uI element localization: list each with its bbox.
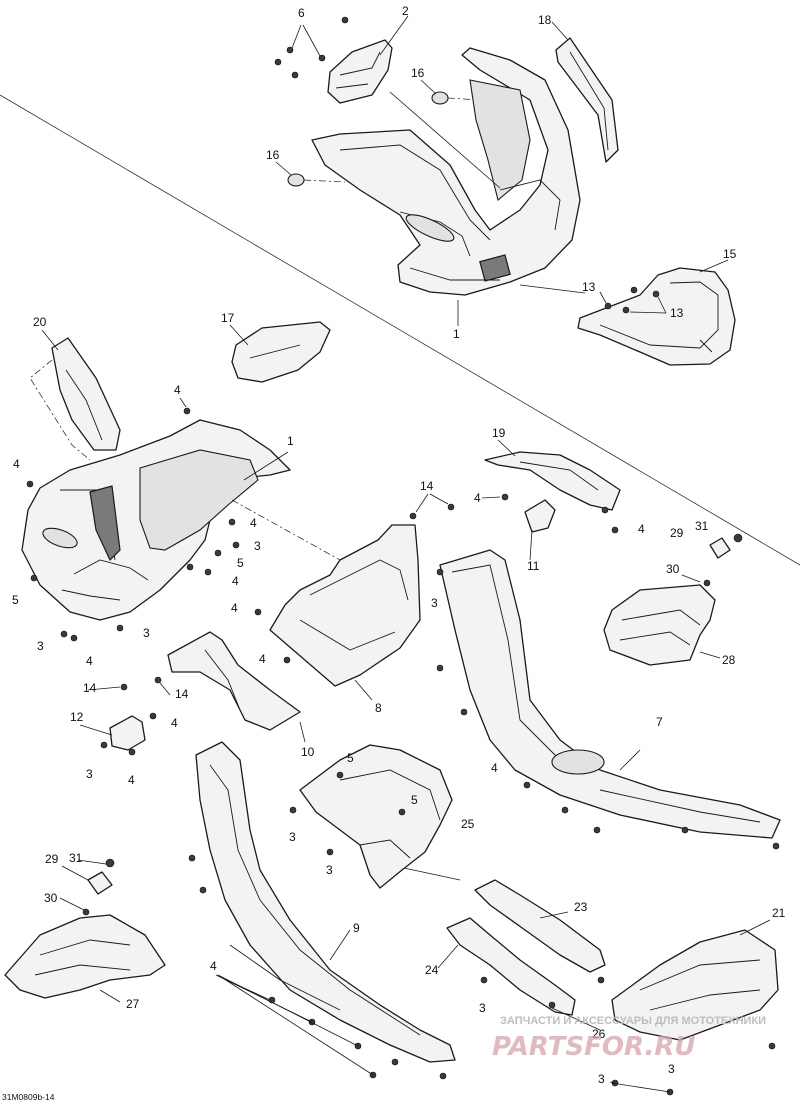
part-14-screws bbox=[120, 503, 455, 691]
part-29-31-30-clamp bbox=[703, 533, 743, 587]
part-1-side-fairing bbox=[21, 419, 291, 621]
dash-line-side bbox=[231, 499, 341, 561]
part-24-bracket bbox=[446, 917, 576, 1016]
callout-4: 4 bbox=[638, 522, 645, 536]
part-15-grab-handle bbox=[519, 267, 736, 366]
callout-24: 24 bbox=[425, 963, 439, 977]
callout-4: 4 bbox=[174, 383, 181, 397]
callout-16: 16 bbox=[266, 148, 280, 162]
callout-3: 3 bbox=[143, 626, 150, 640]
part-25-panel bbox=[289, 744, 461, 889]
callout-4: 4 bbox=[474, 491, 481, 505]
callout-3: 3 bbox=[668, 1062, 675, 1076]
callout-4: 4 bbox=[259, 652, 266, 666]
callout-20: 20 bbox=[33, 315, 47, 329]
part-11-clip bbox=[501, 493, 556, 533]
part-4-5-3-fasteners-side bbox=[26, 407, 240, 642]
callout-6: 6 bbox=[298, 6, 305, 20]
callout-3: 3 bbox=[479, 1001, 486, 1015]
part-17-pad bbox=[231, 321, 331, 383]
callout-4: 4 bbox=[86, 654, 93, 668]
part-8-panel bbox=[269, 524, 421, 701]
callout-25: 25 bbox=[461, 817, 475, 831]
callout-11: 11 bbox=[527, 559, 540, 573]
part-2-cover bbox=[327, 39, 393, 104]
callout-3: 3 bbox=[86, 767, 93, 781]
callout-10: 10 bbox=[301, 745, 315, 759]
part-19-bracket bbox=[484, 451, 621, 534]
part-7-floorboard bbox=[436, 549, 781, 850]
callout-5: 5 bbox=[347, 751, 354, 765]
callout-4: 4 bbox=[13, 457, 20, 471]
section-separator-line bbox=[0, 94, 800, 566]
callout-4: 4 bbox=[128, 773, 135, 787]
watermark: ЗАПЧАСТИ И АКСЕССУАРЫ ДЛЯ МОТОТЕХНИКИ PA… bbox=[492, 1015, 766, 1062]
callout-30: 30 bbox=[666, 562, 680, 576]
callout-4: 4 bbox=[491, 761, 498, 775]
callout-1: 1 bbox=[453, 327, 460, 341]
callout-3: 3 bbox=[598, 1072, 605, 1086]
callout-9: 9 bbox=[353, 921, 360, 935]
callout-23: 23 bbox=[574, 900, 588, 914]
callout-26: 26 bbox=[592, 1027, 606, 1041]
callout-27: 27 bbox=[126, 997, 140, 1011]
callout-7: 7 bbox=[656, 715, 663, 729]
callout-29: 29 bbox=[670, 526, 684, 540]
arrow-line-top bbox=[389, 91, 501, 189]
callout-4: 4 bbox=[232, 574, 239, 588]
callout-5: 5 bbox=[411, 793, 418, 807]
part-23-bracket bbox=[474, 879, 606, 984]
callout-16: 16 bbox=[411, 66, 425, 80]
callout-3: 3 bbox=[37, 639, 44, 653]
part-10-bracket bbox=[167, 608, 306, 743]
part-6-screws bbox=[274, 16, 349, 79]
part-20-side-panel bbox=[29, 337, 121, 461]
watermark-brand: PARTSFOR.RU bbox=[492, 1032, 695, 1062]
callout-31: 31 bbox=[695, 519, 709, 533]
part-1-front-fairing bbox=[311, 47, 581, 296]
callout-labels: 6 2 18 16 16 1 15 13 13 17 20 4 1 4 4 3 … bbox=[12, 4, 786, 1086]
part-27-heat-shield bbox=[4, 858, 166, 1003]
callout-4: 4 bbox=[250, 516, 257, 530]
part-18-trim-strip bbox=[555, 37, 619, 163]
part-21-skid-plate bbox=[611, 929, 779, 1050]
part-28-heat-shield bbox=[603, 584, 721, 666]
callout-4: 4 bbox=[210, 959, 217, 973]
callout-12: 12 bbox=[70, 710, 84, 724]
callout-13: 13 bbox=[670, 306, 684, 320]
callout-2: 2 bbox=[402, 4, 409, 18]
callout-5: 5 bbox=[12, 593, 19, 607]
part-16-grommet-b bbox=[287, 173, 346, 187]
callout-29: 29 bbox=[45, 852, 59, 866]
callout-30: 30 bbox=[44, 891, 58, 905]
callout-5: 5 bbox=[237, 556, 244, 570]
callout-21: 21 bbox=[772, 906, 786, 920]
callout-4: 4 bbox=[231, 601, 238, 615]
part-13-screws bbox=[604, 286, 660, 314]
callout-31: 31 bbox=[69, 851, 83, 865]
callout-13: 13 bbox=[582, 280, 596, 294]
leader-lines bbox=[41, 15, 771, 1093]
callout-3: 3 bbox=[326, 863, 333, 877]
callout-18: 18 bbox=[538, 13, 552, 27]
callout-15: 15 bbox=[723, 247, 737, 261]
callout-3: 3 bbox=[254, 539, 261, 553]
callout-3: 3 bbox=[289, 830, 296, 844]
callout-19: 19 bbox=[492, 426, 506, 440]
callout-28: 28 bbox=[722, 653, 736, 667]
callout-14: 14 bbox=[175, 687, 189, 701]
callout-17: 17 bbox=[221, 311, 235, 325]
callout-8: 8 bbox=[375, 701, 382, 715]
diagram-reference-code: 31M0809b-14 bbox=[2, 1092, 55, 1102]
watermark-tagline: ЗАПЧАСТИ И АКСЕССУАРЫ ДЛЯ МОТОТЕХНИКИ bbox=[500, 1015, 766, 1027]
callout-1: 1 bbox=[287, 434, 294, 448]
callout-14: 14 bbox=[420, 479, 434, 493]
callout-3: 3 bbox=[431, 596, 438, 610]
callout-4: 4 bbox=[171, 716, 178, 730]
callout-14: 14 bbox=[83, 681, 97, 695]
part-12-clip bbox=[100, 712, 157, 756]
